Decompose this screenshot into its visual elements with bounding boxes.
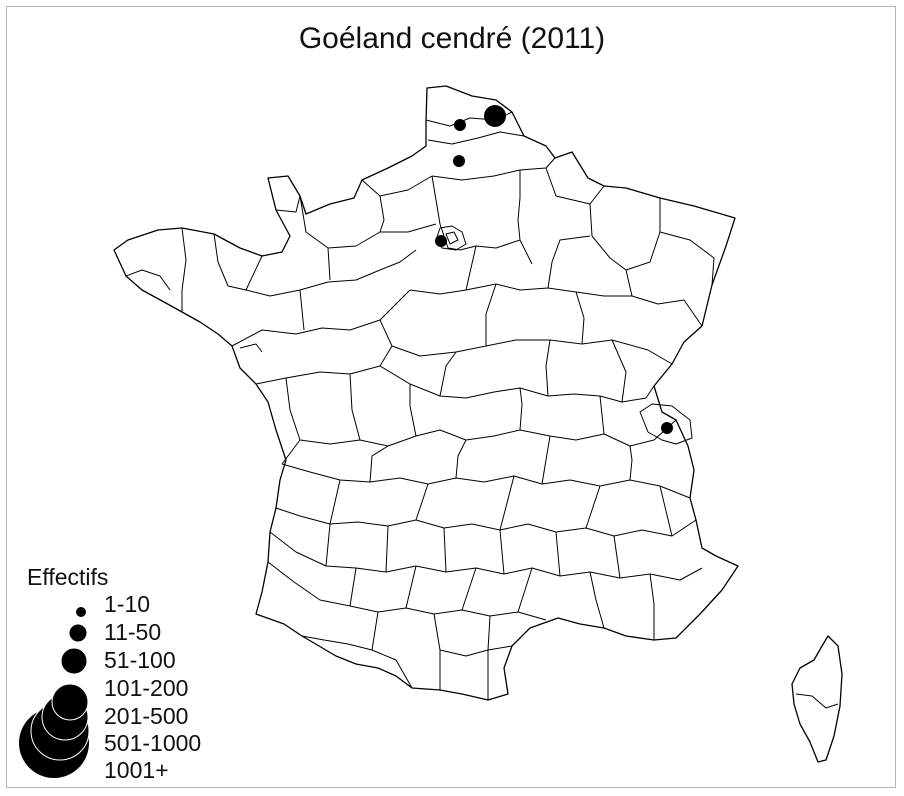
obs-marker-pas-de-calais	[454, 119, 466, 131]
legend-label-1-10: 1-10	[104, 591, 151, 617]
legend-label-501-1000: 501-1000	[104, 730, 202, 756]
legend-label-101-200: 101-200	[104, 675, 189, 701]
obs-marker-somme	[453, 155, 465, 167]
legend-label-1001plus: 1001+	[104, 757, 169, 783]
map-title: Goéland cendré (2011)	[298, 22, 606, 55]
obs-marker-haute-savoie	[661, 422, 673, 434]
france-mainland-outline	[113, 85, 739, 701]
map-frame	[6, 6, 896, 788]
legend-circle-11-50	[68, 623, 88, 643]
corsica-outline	[791, 635, 843, 763]
corsica-dept-border	[795, 693, 839, 709]
obs-marker-val-d-oise	[435, 235, 447, 247]
legend-title: Effectifs	[27, 564, 109, 590]
observation-markers	[435, 105, 673, 434]
legend-circle-51-100	[60, 647, 88, 675]
legend-circle-1-10	[76, 607, 86, 617]
obs-marker-nord	[484, 105, 506, 127]
legend-circle-101-200	[51, 683, 89, 721]
legend-label-51-100: 51-100	[104, 647, 176, 673]
legend-symbols	[19, 607, 90, 778]
legend-label-11-50: 11-50	[104, 619, 162, 645]
legend-label-201-500: 201-500	[104, 703, 189, 729]
